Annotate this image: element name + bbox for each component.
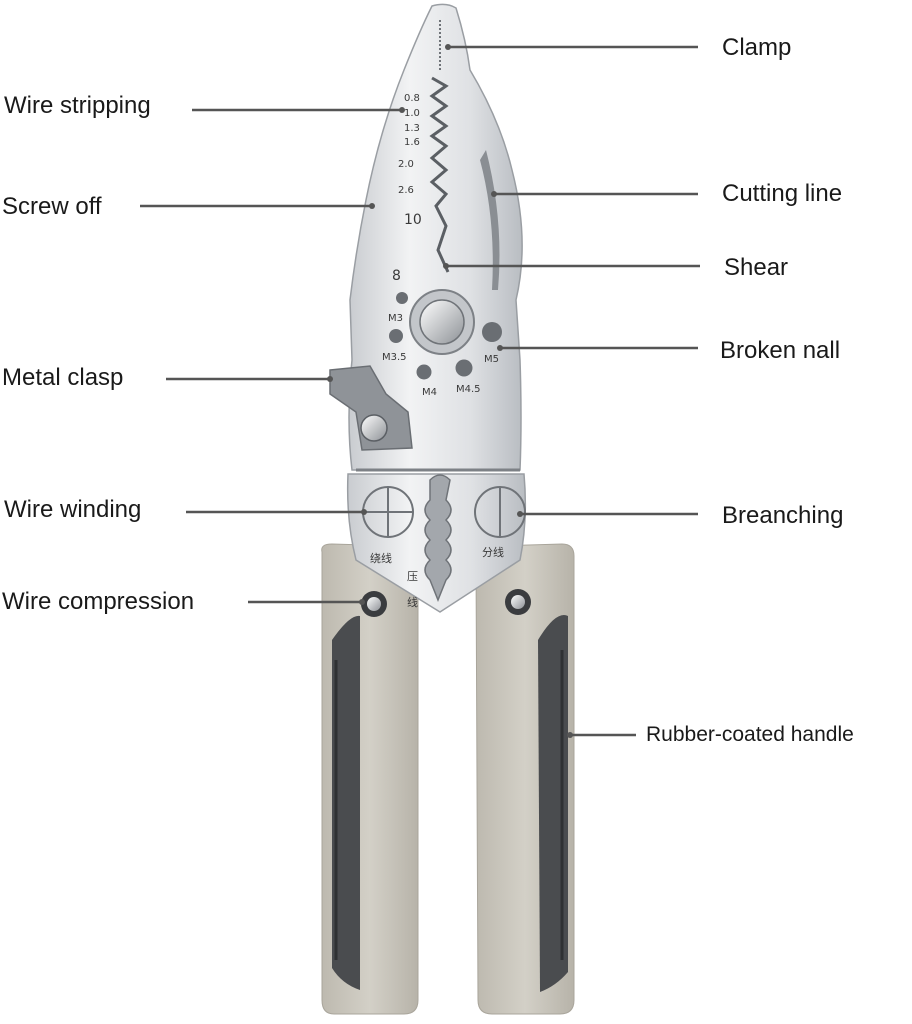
gauge-mark: 0.8 [404, 93, 420, 104]
label-shear: Shear [724, 254, 789, 281]
m5-mark: M5 [484, 354, 499, 365]
zh-press-mark-2: 线 [407, 595, 418, 609]
gauge-mark: 2.6 [398, 185, 414, 196]
size-8-mark: 8 [392, 268, 401, 284]
label-broken-nall: Broken nall [720, 337, 841, 364]
metal-clasp [329, 365, 413, 451]
leader-lines [140, 45, 700, 737]
stamped-markings: 0.8 1.0 1.3 1.6 2.0 2.6 10 8 M3 M3.5 M4 … [370, 93, 504, 609]
m45-mark: M4.5 [456, 384, 481, 395]
label-screw-off: Screw off [2, 193, 102, 220]
label-cutting-line: Cutting line [722, 180, 843, 207]
pliers-head [346, 3, 527, 613]
label-wire-stripping: Wire stripping [4, 92, 151, 119]
zh-branch-mark: 分线 [482, 545, 504, 559]
leader-dots [327, 44, 573, 738]
label-wire-winding: Wire winding [4, 496, 142, 523]
m3-mark: M3 [388, 313, 403, 324]
m35-mark: M3.5 [382, 352, 407, 363]
handle-rivets [361, 589, 531, 617]
right-handle [475, 543, 575, 1015]
gauge-mark: 1.3 [404, 123, 420, 134]
size-10-mark: 10 [404, 212, 422, 228]
pivot-bolt [409, 289, 475, 355]
label-breanching: Breanching [722, 502, 844, 529]
zh-press-mark-1: 压 [407, 570, 418, 583]
m4-mark: M4 [422, 387, 437, 398]
label-metal-clasp: Metal clasp [2, 364, 124, 391]
label-wire-compression: Wire compression [2, 588, 195, 615]
label-rubber-coated-handle: Rubber-coated handle [646, 723, 854, 746]
screw-holes [389, 292, 502, 380]
left-handle [321, 543, 419, 1015]
gauge-mark: 1.6 [404, 137, 420, 148]
crimp-notches [424, 474, 452, 603]
gauge-mark: 2.0 [398, 159, 414, 170]
zh-winding-mark: 绕线 [370, 551, 392, 565]
label-clamp: Clamp [722, 34, 792, 61]
left-rubber-grip [332, 615, 360, 990]
gauge-mark: 1.0 [404, 108, 420, 119]
